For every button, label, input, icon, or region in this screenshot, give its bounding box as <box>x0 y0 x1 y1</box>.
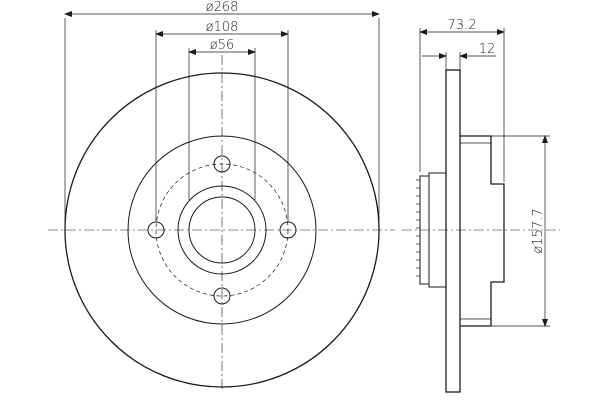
bore-outer-ring <box>177 185 267 275</box>
total-height-label: 73.2 <box>448 18 477 33</box>
hub-diameter-label: ø157.7 <box>531 208 546 253</box>
bolt-hole-top <box>213 155 231 173</box>
abs-teeth <box>416 179 420 277</box>
center-bore-label: ø56 <box>210 38 235 53</box>
center-bore-circle <box>188 196 256 264</box>
bolt-circle-label: ø108 <box>206 20 239 35</box>
front-view: ø268 ø108 ø56 <box>48 0 395 392</box>
hub-flange <box>428 172 447 288</box>
hub-body <box>460 135 505 327</box>
outer-diameter-label: ø268 <box>206 0 239 15</box>
bolt-hole-bottom <box>213 287 231 305</box>
disc-plate <box>445 69 461 393</box>
bolt-circle <box>155 163 289 297</box>
disc-thickness-label: 12 <box>479 42 496 57</box>
hub-boundary-circle <box>127 135 317 325</box>
side-view: 73.2 12 ø157.7 <box>402 18 560 393</box>
